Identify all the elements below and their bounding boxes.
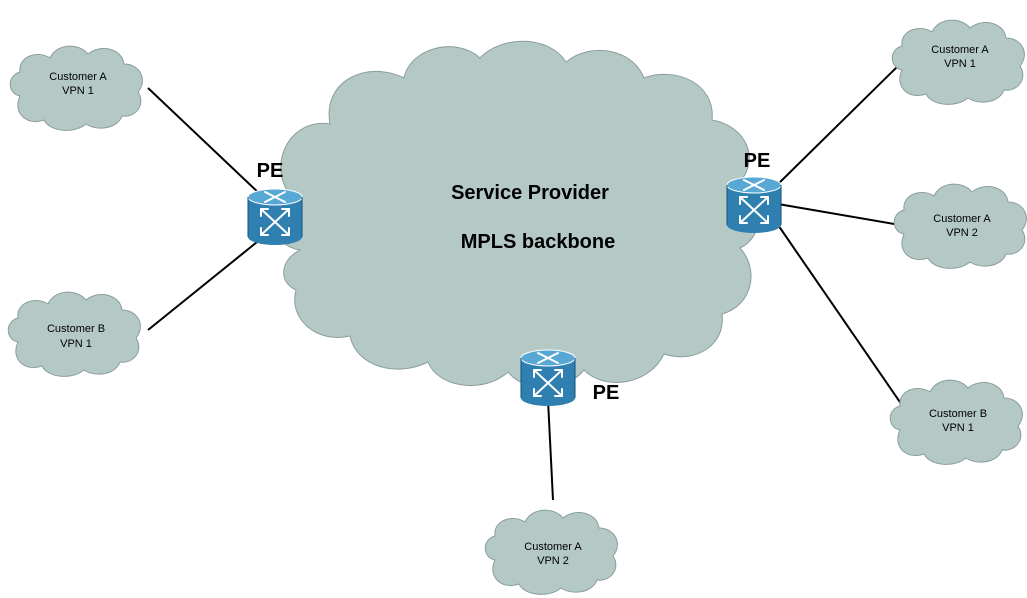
customer-vpn: VPN 2 (946, 227, 978, 239)
cloud-icon (271, 40, 760, 388)
link-pe-right-to-mid-right (777, 203, 907, 227)
link-pe-right-to-low-right (775, 221, 905, 409)
link-pe-left-to-top-left (147, 87, 263, 197)
customer-name: Customer A (524, 541, 582, 553)
pe-label: PE (257, 160, 284, 182)
links (147, 65, 907, 501)
router-icon (247, 188, 303, 246)
backbone-title-line2: MPLS backbone (461, 231, 615, 253)
customer-name: Customer B (929, 408, 987, 420)
router-icon (520, 349, 576, 407)
backbone-title-line1: Service Provider (451, 182, 609, 204)
customer-name: Customer B (47, 323, 105, 335)
link-pe-right-to-top-right (773, 65, 899, 189)
customer-vpn: VPN 1 (60, 338, 92, 350)
customer-name: Customer A (49, 71, 107, 83)
customer-vpn: VPN 1 (944, 58, 976, 70)
customer-vpn: VPN 1 (942, 422, 974, 434)
customer-site-bottom: Customer A VPN 2 (484, 509, 618, 595)
pe-label: PE (744, 150, 771, 172)
customer-site-low-right: Customer B VPN 1 (889, 379, 1023, 465)
router-icon (726, 176, 782, 234)
customer-site-mid-left: Customer B VPN 1 (7, 291, 141, 377)
customer-site-top-left: Customer A VPN 1 (9, 45, 143, 131)
pe-router-bottom: PE (520, 349, 620, 407)
pe-router-right: PE (726, 150, 782, 234)
customer-site-top-right: Customer A VPN 1 (891, 19, 1025, 105)
link-pe-bottom-to-bottom (547, 399, 554, 501)
customer-vpn: VPN 1 (62, 85, 94, 97)
link-pe-left-to-mid-left (147, 237, 263, 331)
mpls-backbone-cloud: Service Provider MPLS backbone (271, 40, 760, 388)
customer-name: Customer A (933, 213, 991, 225)
customer-name: Customer A (931, 44, 989, 56)
pe-label: PE (593, 382, 620, 404)
customer-vpn: VPN 2 (537, 555, 569, 567)
customer-site-mid-right: Customer A VPN 2 (893, 183, 1027, 269)
pe-router-left: PE (247, 160, 303, 246)
